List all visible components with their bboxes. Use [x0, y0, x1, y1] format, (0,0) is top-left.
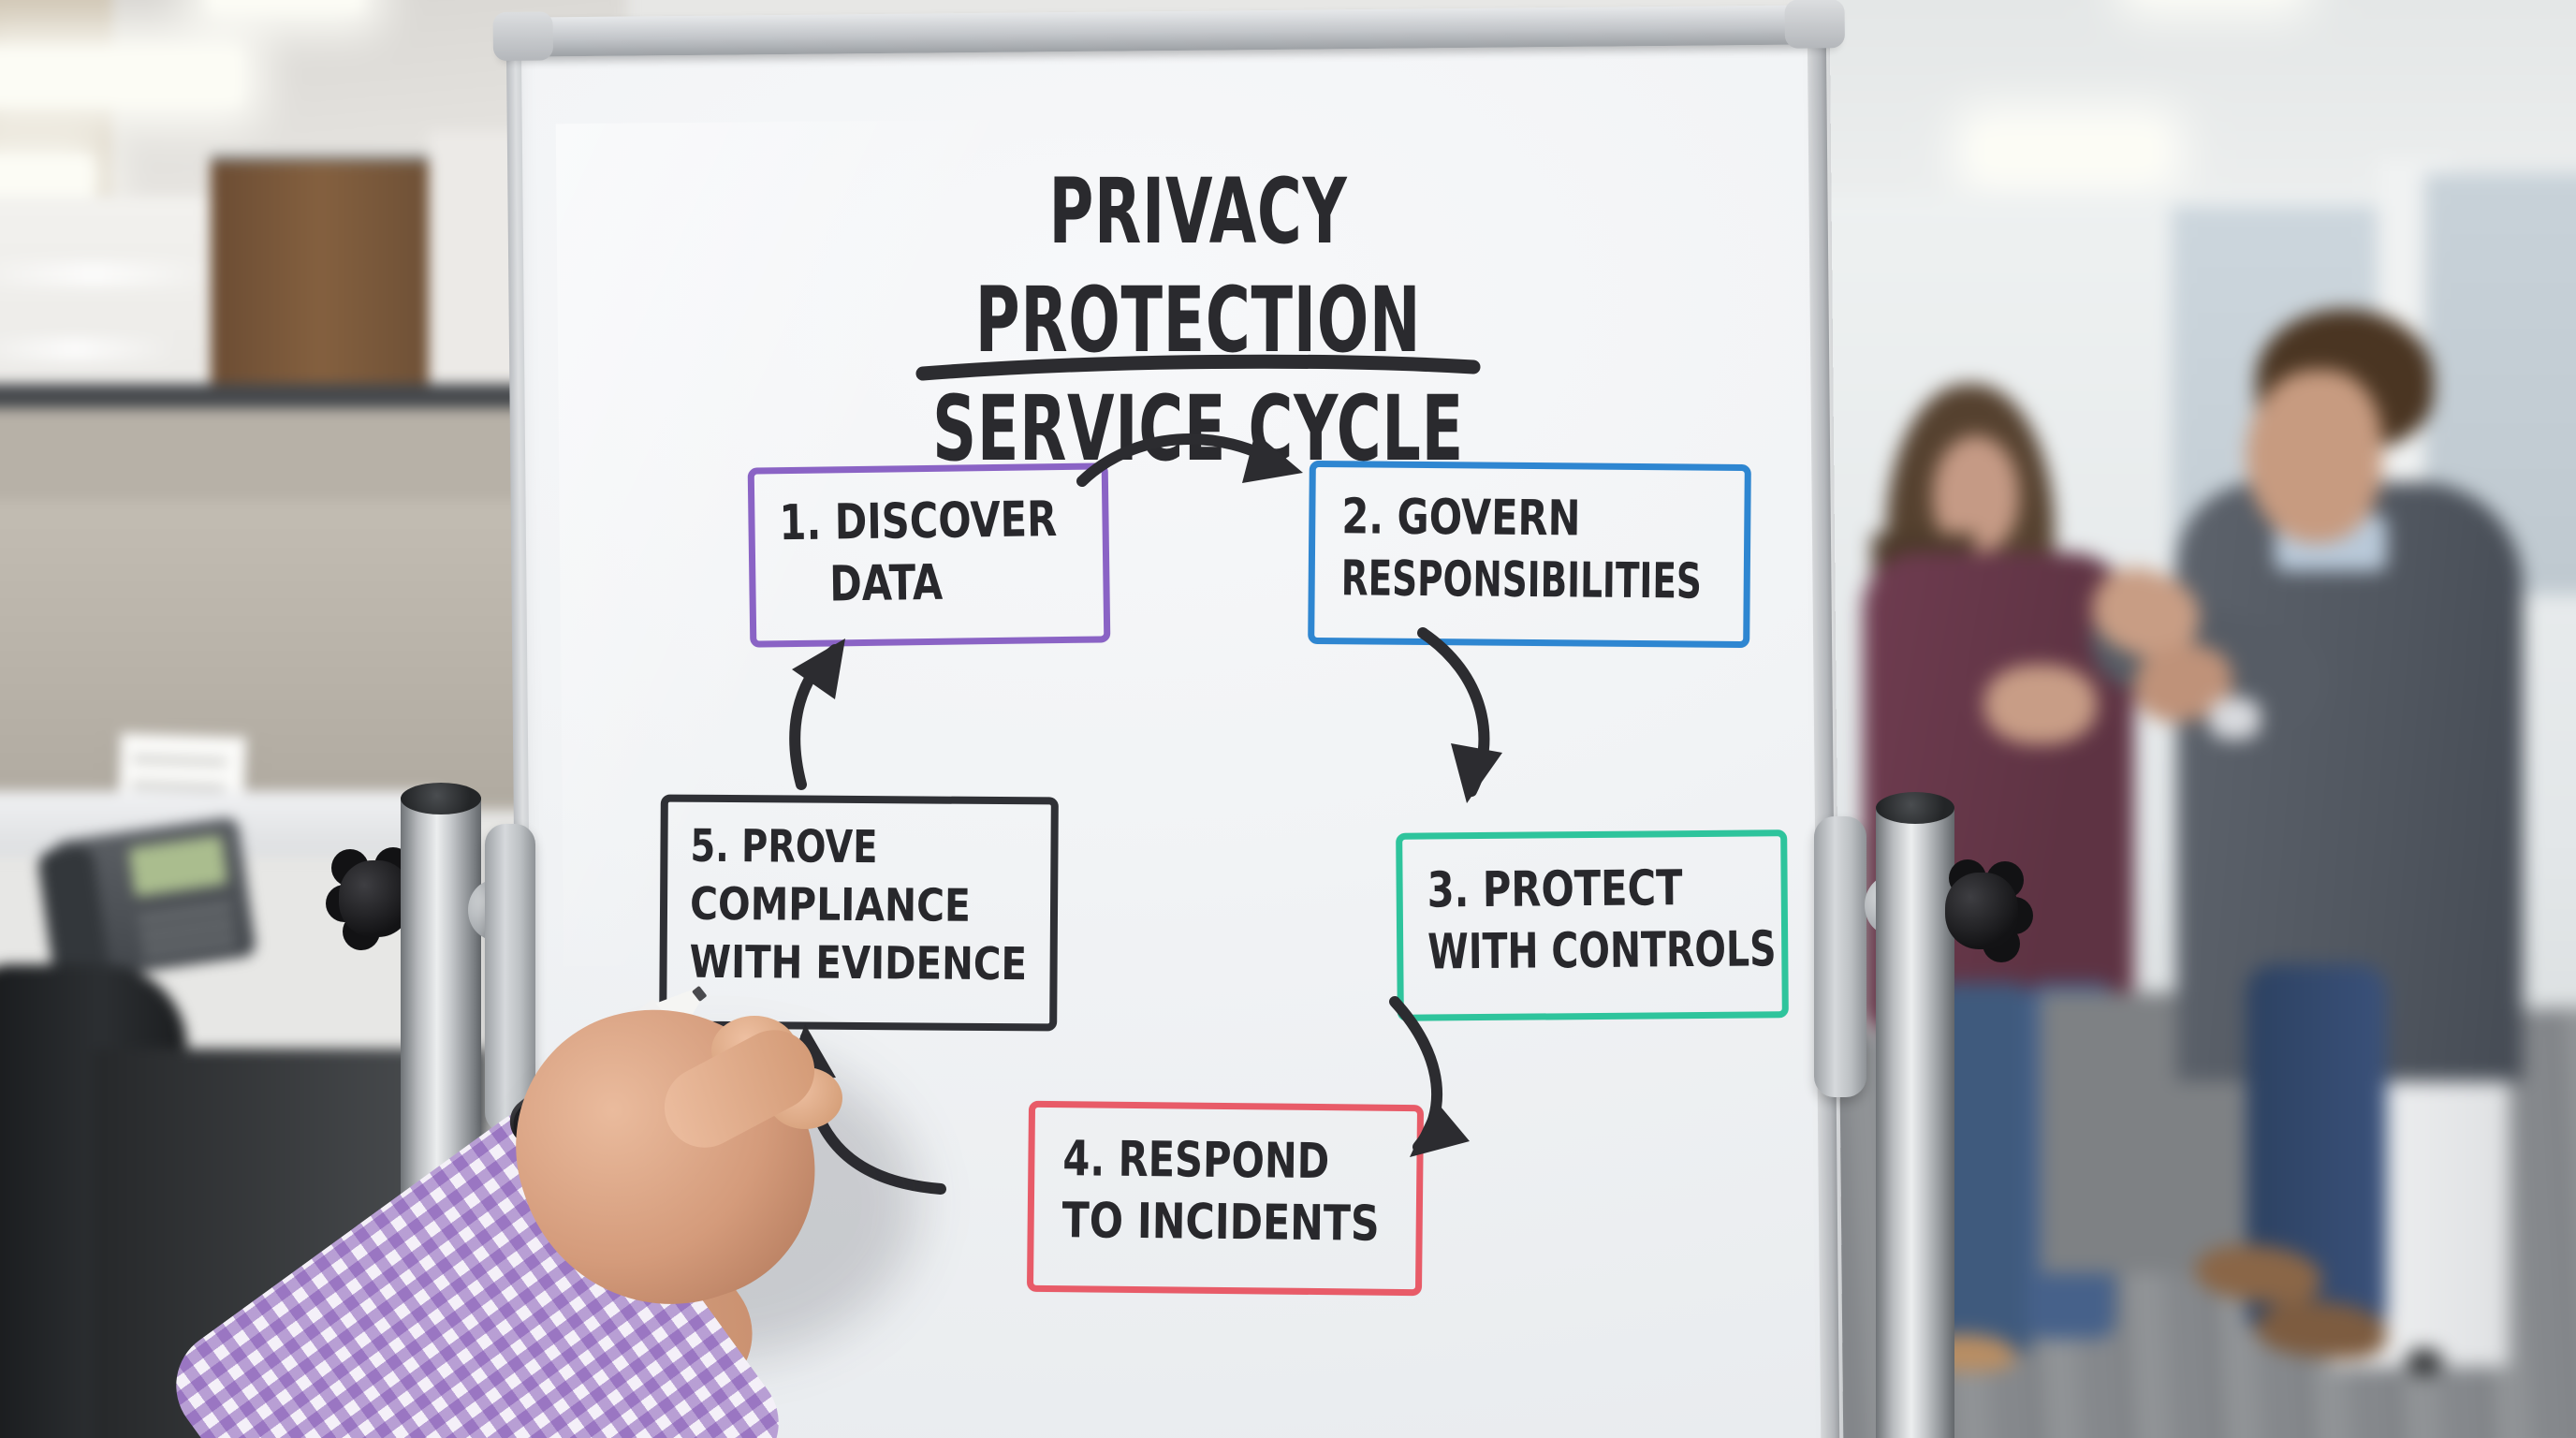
phone-screen — [128, 835, 228, 897]
desk-phone — [36, 815, 257, 982]
step-label: 2. GOVERN — [1341, 489, 1581, 548]
step-label: COMPLIANCE — [689, 877, 972, 932]
ceiling-light — [0, 47, 243, 107]
step-box-respond-to-incidents: 4. RESPOND TO INCIDENTS — [1026, 1100, 1425, 1297]
woman-hand — [1984, 665, 2097, 744]
pole-cap-left — [401, 783, 481, 814]
cabinet-wheel — [2406, 1348, 2443, 1376]
step-label: 4. RESPOND — [1062, 1131, 1330, 1191]
step-box-prove-compliance: 5. PROVE COMPLIANCE WITH EVIDENCE — [659, 794, 1059, 1032]
step-label: RESPONSIBILITIES — [1340, 550, 1703, 610]
step-label: 1. DISCOVER — [779, 492, 1058, 552]
frame-corner-cap-right — [1784, 0, 1845, 49]
step-label: 5. PROVE — [690, 819, 878, 874]
step-label: 3. PROTECT — [1427, 860, 1683, 919]
man-face — [2247, 370, 2382, 543]
stand-knob-right — [1930, 859, 2035, 964]
step-label: WITH CONTROLS — [1427, 921, 1777, 981]
frame-corner-cap-left — [492, 11, 554, 61]
phone-handset — [36, 844, 110, 982]
pole-cap-right — [1876, 792, 1954, 824]
step-box-govern-responsibilities: 2. GOVERN RESPONSIBILITIES — [1308, 460, 1751, 649]
phone-keypad — [137, 896, 237, 959]
office-background-right — [1798, 0, 2576, 1438]
step-box-protect-with-controls: 3. PROTECT WITH CONTROLS — [1396, 829, 1789, 1021]
board-clamp-right — [1814, 816, 1866, 1097]
cubicle-partition-near — [0, 501, 571, 810]
office-door — [211, 154, 431, 410]
step-box-discover-data: 1. DISCOVER DATA — [747, 462, 1111, 648]
ceiling-light — [0, 154, 94, 201]
title-line-1: PRIVACY PROTECTION — [974, 159, 1422, 373]
step-label: WITH EVIDENCE — [689, 935, 1028, 991]
ceiling-light — [1975, 126, 2162, 175]
diagram-title: PRIVACY PROTECTION SERVICE CYCLE — [768, 157, 1629, 483]
woman-face — [1933, 435, 2019, 552]
step-label: DATA — [828, 554, 944, 613]
stand-pole-right — [1876, 792, 1954, 1438]
step-label: TO INCIDENTS — [1061, 1193, 1380, 1253]
man-watch — [2209, 697, 2261, 740]
board-clamp-left — [485, 824, 535, 1133]
ceiling-light — [206, 0, 365, 13]
